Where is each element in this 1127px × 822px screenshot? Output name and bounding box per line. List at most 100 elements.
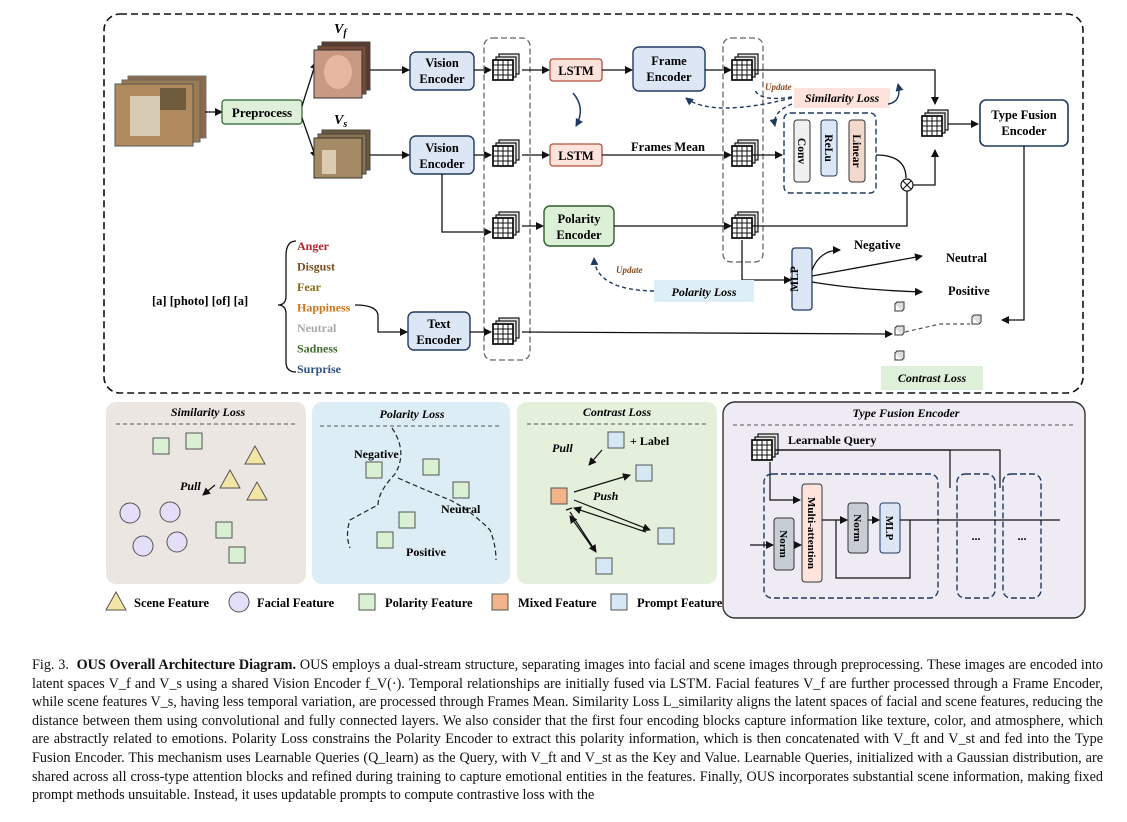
polarity-feature-square — [365, 461, 383, 479]
emotion-list: AngerDisgustFearHappinessNeutralSadnessS… — [297, 239, 351, 376]
facial-feature-circle — [166, 531, 188, 553]
linear-label: Linear — [850, 134, 862, 167]
legend-circle-icon — [228, 591, 250, 613]
similarity-loss-label: Similarity Loss — [805, 91, 880, 105]
type-fusion-l1: Type Fusion — [991, 108, 1056, 122]
text-encoder — [407, 311, 471, 351]
scene-image — [313, 129, 371, 179]
feature-cube — [492, 139, 520, 167]
positive-output: Positive — [948, 284, 990, 298]
legend-label: Prompt Feature — [637, 596, 723, 610]
vision-encoder-1-l1: Vision — [425, 56, 459, 70]
update-label-1: Update — [765, 82, 792, 92]
preprocess-box — [221, 99, 303, 125]
emotion-neutral: Neutral — [297, 321, 337, 335]
feature-column-1 — [483, 37, 531, 361]
vf-label: Vf — [334, 22, 348, 39]
feature-cube — [492, 53, 520, 81]
emotion-brace — [277, 240, 297, 373]
polarity-negative-label: Negative — [354, 447, 399, 461]
polarity-feature-square — [398, 511, 416, 529]
fused-feature-cube — [921, 109, 949, 137]
learnable-query-label: Learnable Query — [788, 433, 876, 447]
learnable-query-cube — [751, 433, 779, 461]
relu-box — [820, 119, 838, 177]
fusion-block-repeat-1 — [956, 473, 996, 599]
vision-encoder-2-l1: Vision — [425, 141, 459, 155]
update-label-2: Update — [616, 265, 643, 275]
lstm-1-label: LSTM — [558, 64, 594, 78]
emotion-disgust: Disgust — [297, 260, 335, 274]
polarity-feature-square — [422, 458, 440, 476]
facial-image — [313, 41, 371, 99]
polarity-feature-square — [152, 437, 170, 455]
caption-line-1: These images are encoded into latent spa… — [32, 657, 1103, 692]
scene-feature-triangle — [246, 480, 268, 501]
polarity-positive-label: Positive — [406, 545, 447, 559]
prompt-feature-square — [635, 464, 653, 482]
relu-label: ReLu — [822, 134, 834, 162]
norm-2-label: Norm — [851, 514, 863, 542]
fusion-block-repeat-2 — [1002, 473, 1042, 599]
frames-mean-label: Frames Mean — [631, 140, 705, 154]
polarity-neutral-label: Neutral — [441, 502, 481, 516]
conv-relu-linear-block — [783, 112, 877, 194]
caption-line-0: OUS employs a dual-stream structure, sep… — [296, 657, 924, 673]
small-prompt-cube — [894, 350, 905, 361]
text-encoder-l1: Text — [427, 317, 451, 331]
facial-feature-circle — [132, 535, 154, 557]
legend-square-icon — [491, 593, 509, 611]
polarity-loss-label: Polarity Loss — [672, 285, 737, 299]
conv-box — [793, 119, 811, 183]
legend-label: Mixed Feature — [518, 596, 597, 610]
prompt-feature-square — [657, 527, 675, 545]
emotion-anger: Anger — [297, 239, 330, 253]
frame-encoder — [632, 46, 706, 92]
contrast-loss-box — [881, 366, 983, 390]
feature-cube — [731, 139, 759, 167]
vision-encoder-1-l2: Encoder — [419, 72, 465, 86]
norm-2-box — [847, 502, 869, 554]
fusion-panel-title: Type Fusion Encoder — [853, 406, 960, 420]
pull-label: Pull — [180, 479, 201, 493]
multi-attention-box — [801, 483, 823, 583]
prompt-feature-square — [607, 431, 625, 449]
type-fusion-encoder-box — [979, 99, 1069, 147]
caption-line-8: incorporates substantial scene informati… — [32, 768, 1104, 804]
mlp-box — [791, 247, 813, 311]
type-fusion-l2: Encoder — [1001, 124, 1047, 138]
frame-encoder-l2: Encoder — [646, 70, 692, 84]
dots-2: ... — [1018, 529, 1027, 543]
small-prompt-cube — [894, 301, 905, 312]
feature-column-2 — [722, 37, 764, 263]
similarity-panel-title: Similarity Loss — [171, 405, 246, 419]
caption-line-3: Similarity Loss L_similarity aligns the … — [32, 694, 1103, 729]
norm-1-label: Norm — [777, 530, 789, 558]
contrast-pull-label: Pull — [552, 441, 573, 455]
legend-label: Polarity Feature — [385, 596, 473, 610]
conv-label: Conv — [795, 138, 807, 164]
scene-feature-triangle — [219, 468, 241, 489]
caption-line-7: Gaussian distribution, are shared across… — [32, 749, 1103, 785]
emotion-fear: Fear — [297, 280, 322, 294]
mixed-feature-square — [550, 487, 568, 505]
figure-caption: Fig. 3. OUS Overall Architecture Diagram… — [32, 656, 1103, 805]
polarity-feature-square — [452, 481, 470, 499]
polarity-feature-square — [228, 546, 246, 564]
label-text: + Label — [630, 434, 670, 448]
architecture-diagram: Preprocess Vf Vs Vision Encoder Vision E… — [103, 13, 1086, 619]
contrast-panel-title: Contrast Loss — [583, 405, 652, 419]
emotion-happiness: Happiness — [297, 301, 351, 315]
feature-cube — [492, 317, 520, 345]
push-label: Push — [593, 489, 619, 503]
polarity-panel — [312, 402, 510, 584]
caption-line-6: Encoder. This mechanism uses Learnable Q… — [74, 749, 953, 766]
feature-cube — [492, 211, 520, 239]
caption-line-4: layers. We also consider that the first … — [32, 712, 1103, 748]
fusion-block — [763, 473, 939, 599]
polarity-loss-box — [654, 280, 754, 302]
facial-feature-circle — [119, 502, 141, 524]
frame-encoder-l1: Frame — [651, 54, 687, 68]
main-frame — [103, 13, 1084, 394]
